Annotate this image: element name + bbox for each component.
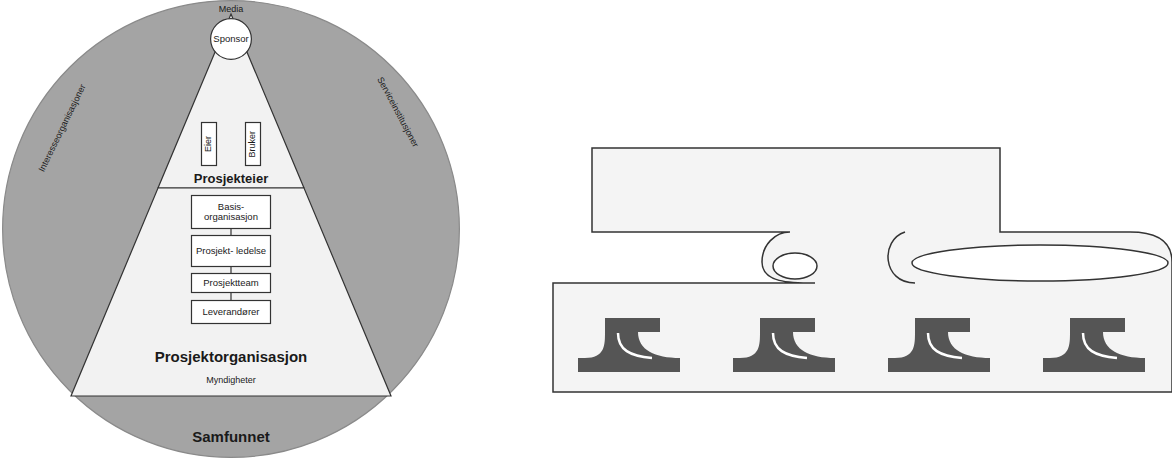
node-text: Basis- organisasjon bbox=[191, 195, 271, 229]
node-text: Samfunnet bbox=[2, 426, 460, 448]
structure-outline bbox=[553, 148, 1172, 392]
node-text: Sponsor bbox=[210, 18, 252, 60]
triangle-outline bbox=[158, 14, 304, 188]
society-circle: SamfunnetProsjekteierSponsorEierBrukerPr… bbox=[2, 0, 460, 458]
stakeholder-label: Myndigheter bbox=[206, 374, 256, 386]
box-outline bbox=[192, 274, 271, 293]
process-box: Prosjekt- ledelse bbox=[191, 235, 271, 267]
role-box: Bruker bbox=[245, 122, 261, 166]
pedestal-highlight bbox=[773, 333, 807, 358]
connector-line bbox=[230, 229, 231, 235]
process-box: Leverandører bbox=[191, 300, 271, 324]
vertical-text: Bruker bbox=[248, 131, 257, 158]
sponsor-circle: Sponsor bbox=[210, 18, 252, 60]
owner-triangle: Prosjekteier SponsorEier Bruker bbox=[158, 14, 304, 188]
process-box: Prosjektteam bbox=[191, 273, 271, 293]
box-outline bbox=[192, 301, 271, 324]
stakeholder-label: Media bbox=[219, 3, 244, 15]
box-outline bbox=[202, 123, 217, 166]
circle-outline bbox=[211, 19, 252, 60]
organisation-trapezoid: Prosjektorganisasjon Basis- organisasjonP… bbox=[71, 188, 391, 396]
connector-line bbox=[230, 293, 231, 300]
box-outline bbox=[192, 236, 271, 267]
node-text: Eier bbox=[201, 122, 217, 166]
pedestal-highlights bbox=[618, 333, 1117, 358]
process-box: Basis- organisasjon bbox=[191, 195, 271, 229]
pedestal-symbol bbox=[888, 318, 990, 372]
node-text: Prosjektteam bbox=[191, 273, 271, 293]
pedestal-highlight bbox=[618, 333, 652, 358]
connector-line bbox=[230, 267, 231, 273]
node-text: Prosjektorganisasjon bbox=[71, 346, 391, 368]
loop-outline bbox=[888, 232, 915, 283]
pedestal-group bbox=[578, 318, 1145, 372]
node-text: Leverandører bbox=[191, 300, 271, 324]
circle-outline bbox=[3, 1, 460, 458]
pedestal-symbol bbox=[578, 318, 680, 372]
box-outline bbox=[246, 123, 261, 166]
trapezoid-outline bbox=[71, 188, 391, 396]
role-box: Eier bbox=[201, 122, 217, 166]
box-outline bbox=[192, 196, 271, 229]
pedestal-highlight bbox=[928, 333, 962, 358]
node-text: Prosjekt- ledelse bbox=[191, 235, 271, 267]
node-text: Bruker bbox=[245, 122, 261, 166]
pedestal-highlight bbox=[1083, 333, 1117, 358]
pedestal-symbol bbox=[1043, 318, 1145, 372]
pedestal-symbol bbox=[733, 318, 835, 372]
node-text: Prosjekteier bbox=[158, 170, 304, 188]
vertical-text: Eier bbox=[204, 136, 213, 152]
long-opening bbox=[912, 245, 1168, 281]
small-opening bbox=[773, 253, 817, 279]
